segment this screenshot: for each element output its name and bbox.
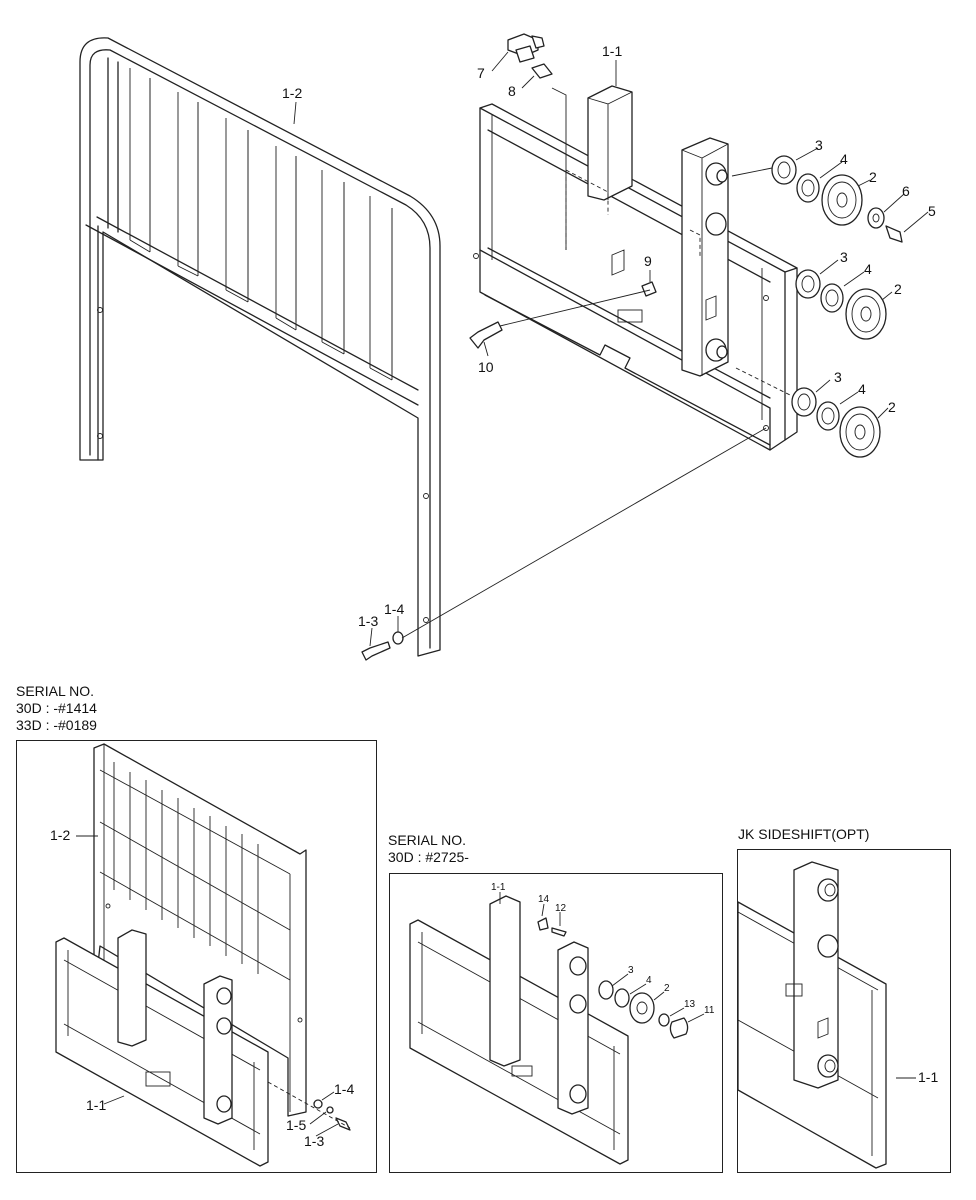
- roller-2c: [839, 406, 881, 458]
- callout-4a: 4: [840, 151, 848, 167]
- callout-6: 6: [902, 183, 910, 199]
- callout-1-1: 1-1: [491, 882, 506, 893]
- callout-1-2: 1-2: [50, 827, 70, 843]
- bolt-5: [885, 225, 903, 243]
- shim-3a: [771, 155, 797, 185]
- callout-10: 10: [478, 359, 494, 375]
- washer-1-4: [392, 631, 404, 645]
- callout-3b: 3: [840, 249, 848, 265]
- shim-3c: [791, 387, 817, 417]
- callout-9: 9: [644, 253, 652, 269]
- inset-left-serial: SERIAL NO. 30D : -#1414 33D : -#0189: [16, 683, 97, 734]
- roller-2b: [845, 288, 887, 340]
- callout-3: 3: [628, 965, 634, 976]
- load-backrest: [79, 37, 441, 657]
- callout-3c: 3: [834, 369, 842, 385]
- callout-4: 4: [646, 975, 652, 986]
- callout-11: 11: [704, 1005, 715, 1016]
- callout-1-4: 1-4: [384, 601, 404, 617]
- bolt-7: [507, 33, 545, 63]
- bolt-1-3: [361, 641, 391, 661]
- callout-2b: 2: [894, 281, 902, 297]
- callout-2a: 2: [869, 169, 877, 185]
- callout-1-3: 1-3: [304, 1133, 324, 1149]
- washer-6: [867, 207, 885, 229]
- washer-4b: [820, 283, 844, 313]
- shim-3b: [795, 269, 821, 299]
- serial-title: SERIAL NO.: [16, 683, 95, 699]
- callout-12: 12: [555, 903, 567, 914]
- inset-right-title: JK SIDESHIFT(OPT): [738, 826, 870, 842]
- callout-14: 14: [538, 894, 550, 905]
- callout-1-1: 1-1: [602, 43, 622, 59]
- callout-7: 7: [477, 65, 485, 81]
- inset-left-fasteners: [267, 1081, 351, 1131]
- inset-mid-frame: [389, 873, 723, 1173]
- callout-1-4: 1-4: [334, 1081, 354, 1097]
- callout-8: 8: [508, 83, 516, 99]
- callout-2: 2: [664, 983, 670, 994]
- callout-1-1: 1-1: [86, 1097, 106, 1113]
- inset-mid-rollers: [537, 917, 689, 1039]
- fork-carriage: [473, 85, 798, 451]
- callout-5: 5: [928, 203, 936, 219]
- inset-left-backrest: [93, 743, 307, 1117]
- callout-1-5: 1-5: [286, 1117, 306, 1133]
- serial-line-30d: 30D : #2725-: [388, 849, 469, 865]
- callout-4b: 4: [864, 261, 872, 277]
- serial-line-33d: 33D : -#0189: [16, 717, 97, 733]
- callout-2c: 2: [888, 399, 896, 415]
- serial-line-30d: 30D : -#1414: [16, 700, 97, 716]
- washer-4a: [796, 173, 820, 203]
- roller-2a: [821, 174, 863, 226]
- inset-left-frame: [16, 740, 377, 1173]
- inset-mid-carriage: [409, 895, 629, 1165]
- bolt-10: [469, 321, 503, 349]
- callout-1-2: 1-2: [282, 85, 302, 101]
- inset-mid-serial: SERIAL NO. 30D : #2725-: [388, 832, 469, 866]
- callout-4c: 4: [858, 381, 866, 397]
- callout-1-3: 1-3: [358, 613, 378, 629]
- bolt-8: [531, 63, 553, 79]
- serial-title: SERIAL NO.: [388, 832, 467, 848]
- washer-4c: [816, 401, 840, 431]
- callout-13: 13: [684, 999, 696, 1010]
- callout-3a: 3: [815, 137, 823, 153]
- nut-9: [641, 281, 657, 297]
- inset-left-carriage: [55, 929, 269, 1167]
- callout-1-1: 1-1: [918, 1069, 938, 1085]
- inset-right-carriage: [737, 861, 887, 1169]
